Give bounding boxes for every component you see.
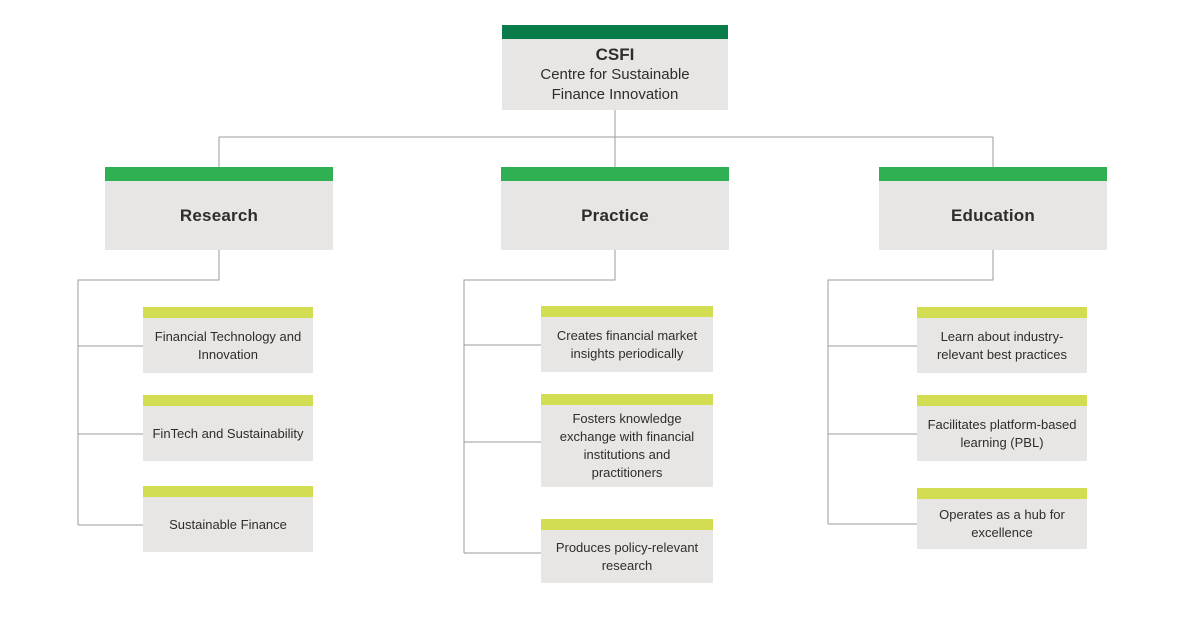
node-leaf-education-3: Operates as a hub for excellence <box>917 488 1087 549</box>
node-branch-education: Education <box>879 167 1107 250</box>
leaf-color-bar <box>143 486 313 497</box>
connector-education-spine <box>827 250 994 524</box>
node-leaf-research-1: Financial Technology and Innovation <box>143 307 313 373</box>
branch-color-bar <box>501 167 729 181</box>
leaf-label: Creates financial market insights period… <box>556 327 698 361</box>
leaf-color-bar <box>541 394 713 405</box>
root-color-bar <box>502 25 728 39</box>
node-leaf-practice-3: Produces policy-relevant research <box>541 519 713 583</box>
branch-title-education: Education <box>951 205 1035 225</box>
leaf-label: Learn about industry-relevant best pract… <box>936 328 1068 362</box>
node-leaf-education-1: Learn about industry-relevant best pract… <box>917 307 1087 373</box>
node-leaf-practice-2: Fosters knowledge exchange with financia… <box>541 394 713 487</box>
leaf-color-bar <box>143 307 313 318</box>
leaf-color-bar <box>541 306 713 317</box>
root-acronym: CSFI <box>595 45 635 64</box>
leaf-label: Facilitates platform-based learning (PBL… <box>927 416 1077 450</box>
leaf-color-bar <box>541 519 713 530</box>
branch-color-bar <box>879 167 1107 181</box>
root-name-line-1: Centre for Sustainable <box>540 66 690 83</box>
leaf-label: Produces policy-relevant research <box>555 539 699 573</box>
connector-research-spine <box>77 250 220 525</box>
node-leaf-practice-1: Creates financial market insights period… <box>541 306 713 372</box>
node-leaf-research-2: FinTech and Sustainability <box>143 395 313 461</box>
leaf-label: Fosters knowledge exchange with financia… <box>559 411 695 480</box>
root-name-line-2: Finance Innovation <box>551 86 679 103</box>
connector-practice-spine <box>463 250 616 553</box>
leaf-label: Sustainable Finance <box>169 516 287 532</box>
node-branch-practice: Practice <box>501 167 729 250</box>
node-leaf-education-2: Facilitates platform-based learning (PBL… <box>917 395 1087 461</box>
leaf-color-bar <box>917 307 1087 318</box>
branch-title-research: Research <box>179 205 259 225</box>
branch-color-bar <box>105 167 333 181</box>
leaf-color-bar <box>917 395 1087 406</box>
leaf-label: Operates as a hub for excellence <box>939 507 1065 540</box>
node-root-csfi: CSFI Centre for Sustainable Finance Inno… <box>502 25 728 110</box>
leaf-label: Financial Technology and Innovation <box>154 328 302 362</box>
leaf-color-bar <box>917 488 1087 499</box>
leaf-label: FinTech and Sustainability <box>152 425 304 441</box>
node-leaf-research-3: Sustainable Finance <box>143 486 313 552</box>
node-branch-research: Research <box>105 167 333 250</box>
branch-title-practice: Practice <box>581 205 649 225</box>
leaf-color-bar <box>143 395 313 406</box>
